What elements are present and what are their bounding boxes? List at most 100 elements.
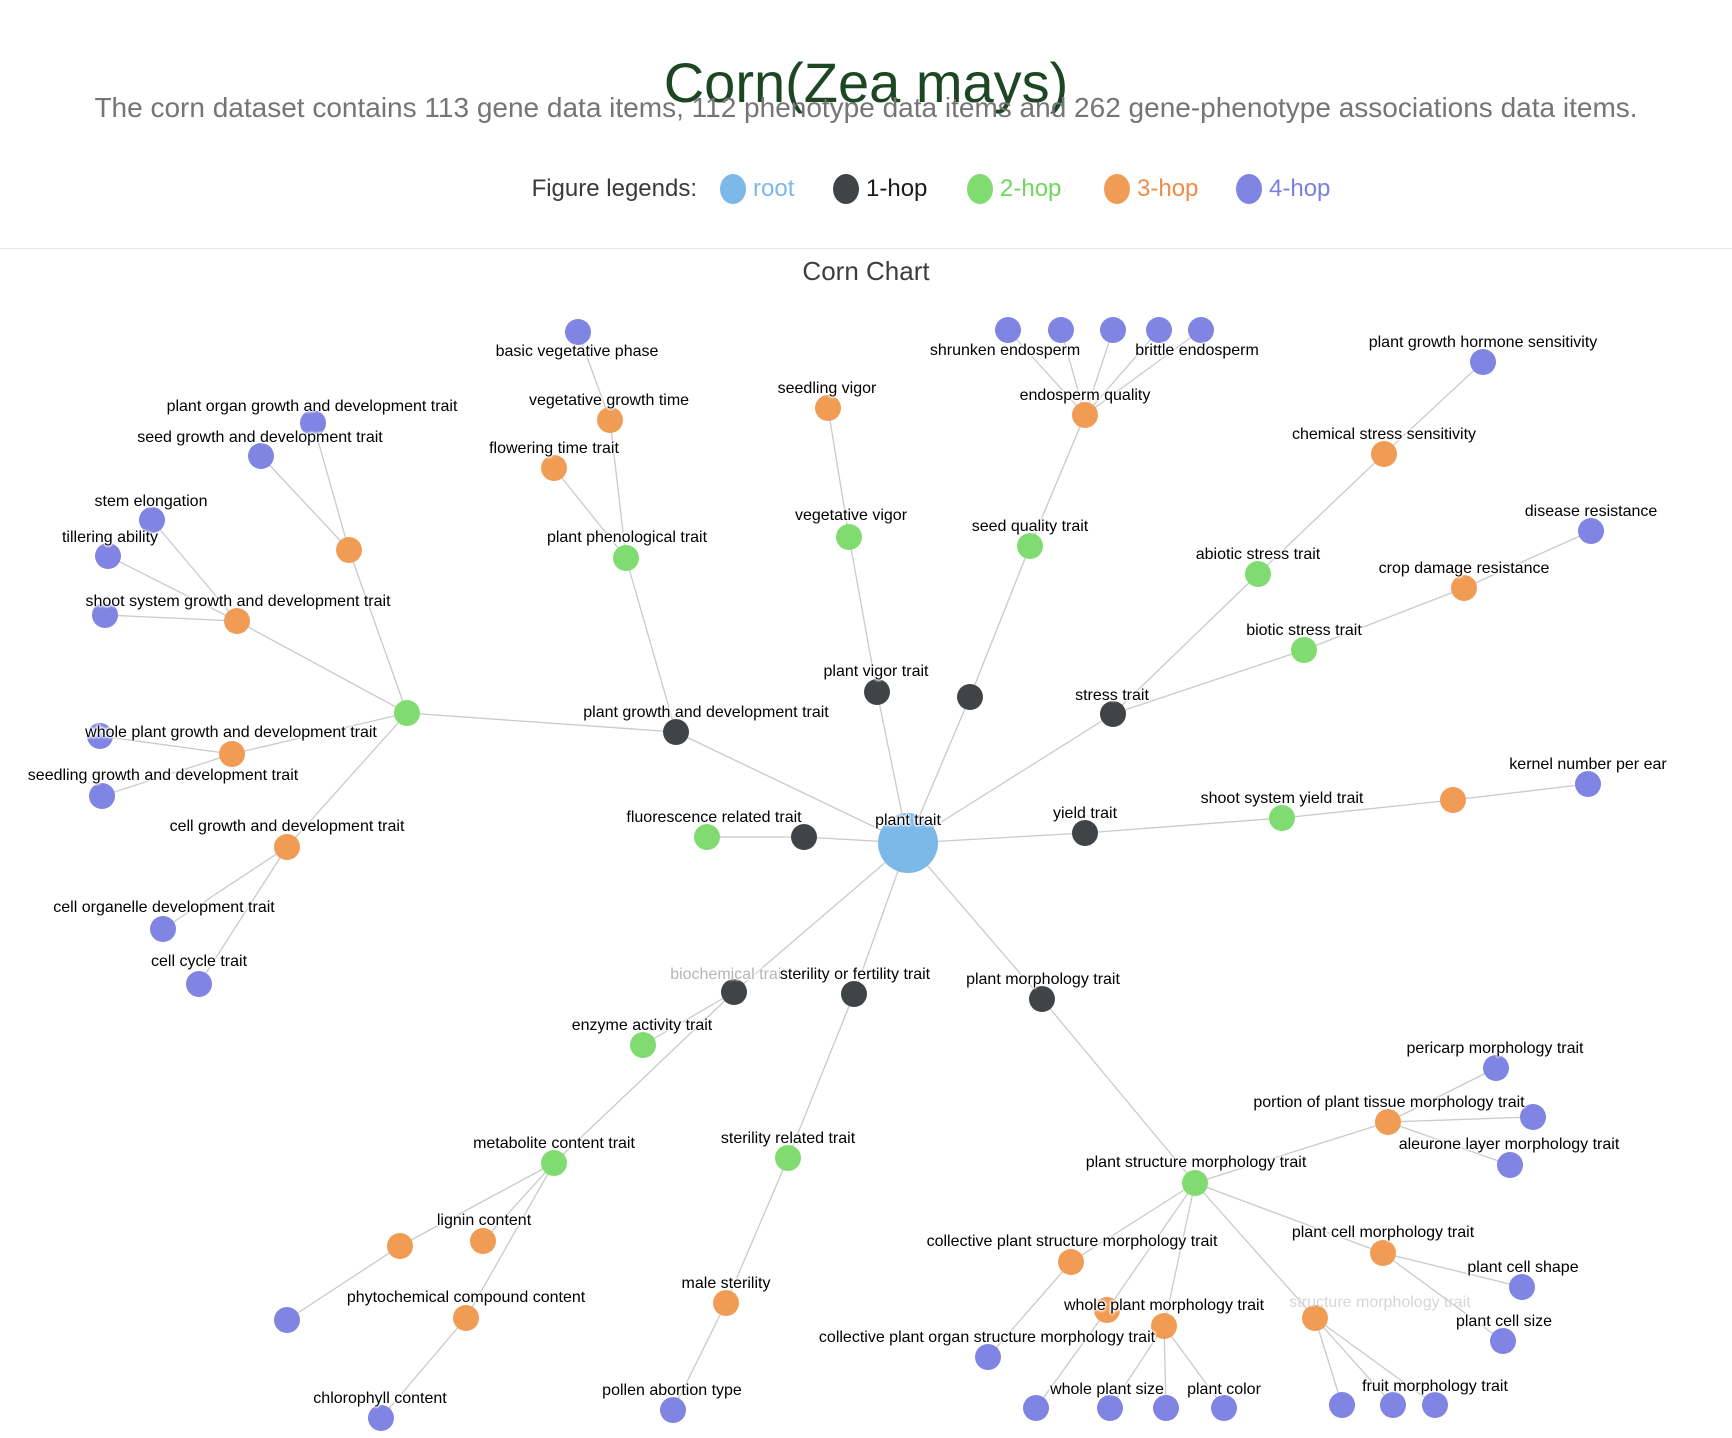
edge-veg_vigor-seedling_vigor [827, 407, 850, 538]
node-organelle[interactable] [150, 916, 176, 942]
node-stem_elong[interactable] [139, 507, 165, 533]
node-biochem[interactable] [721, 979, 747, 1005]
node-portion_p[interactable] [1520, 1104, 1546, 1130]
legend-label-root[interactable]: root [753, 175, 795, 202]
edge-endosperm_q-endo_1 [1007, 329, 1086, 416]
node-shoot_yield[interactable] [1269, 805, 1295, 831]
node-crop_damage[interactable] [1451, 575, 1477, 601]
node-chloro[interactable] [368, 1405, 394, 1431]
node-fruit_hub[interactable] [1302, 1305, 1328, 1331]
node-plant_vigor[interactable] [864, 679, 890, 705]
node-seed_quality[interactable] [1017, 533, 1043, 559]
node-phyto[interactable] [453, 1305, 479, 1331]
node-growth_dev[interactable] [663, 719, 689, 745]
node-whole_p[interactable] [87, 723, 113, 749]
node-aleurone[interactable] [1497, 1152, 1523, 1178]
node-male_steril[interactable] [713, 1290, 739, 1316]
edge-steril_rel-male_steril [725, 1157, 789, 1304]
node-basic_veg[interactable] [565, 319, 591, 345]
legend-dot-root[interactable] [720, 174, 746, 204]
node-seed_gd[interactable] [248, 443, 274, 469]
node-endo_1[interactable] [995, 317, 1021, 343]
node-hormone[interactable] [1470, 349, 1496, 375]
node-phenol[interactable] [613, 545, 639, 571]
node-organ_seed_hub[interactable] [336, 537, 362, 563]
node-orange_l[interactable] [387, 1233, 413, 1259]
node-wps_a[interactable] [1023, 1395, 1049, 1421]
node-shoot_sys[interactable] [224, 608, 250, 634]
node-stress[interactable] [1100, 701, 1126, 727]
node-biotic[interactable] [1291, 637, 1317, 663]
legend-dot-2hop[interactable] [967, 174, 993, 204]
node-cell_shape[interactable] [1509, 1274, 1535, 1300]
edge-yield-shoot_yield [1084, 817, 1283, 834]
node-shoot_p[interactable] [92, 602, 118, 628]
node-enzyme[interactable] [630, 1032, 656, 1058]
node-pollen[interactable] [660, 1397, 686, 1423]
legend-label-2hop[interactable]: 2-hop [1000, 175, 1062, 202]
edge-portion-pericarp [1387, 1067, 1497, 1123]
node-veg_vigor[interactable] [836, 524, 862, 550]
legend-label-1hop[interactable]: 1-hop [866, 175, 928, 202]
node-yield[interactable] [1072, 820, 1098, 846]
edge-stress-abiotic [1112, 573, 1259, 715]
node-wps_c[interactable] [1153, 1395, 1179, 1421]
node-lignin[interactable] [470, 1228, 496, 1254]
node-endo_3[interactable] [1100, 317, 1126, 343]
node-coll_struct[interactable] [1058, 1249, 1084, 1275]
node-plant_morph[interactable] [1029, 986, 1055, 1012]
node-plant_color[interactable] [1211, 1395, 1237, 1421]
node-kernel_hub[interactable] [1440, 787, 1466, 813]
node-coll_organ[interactable] [975, 1344, 1001, 1370]
edge-portion-portion_p [1387, 1116, 1534, 1123]
legend-dot-3hop[interactable] [1104, 174, 1130, 204]
edge-whole_gd-seedling_gd [101, 753, 233, 797]
edge-fruit_hub-fruit_b [1314, 1317, 1394, 1406]
node-cycle[interactable] [186, 971, 212, 997]
node-disease[interactable] [1578, 518, 1604, 544]
node-tiller[interactable] [95, 543, 121, 569]
node-cell_size[interactable] [1490, 1328, 1516, 1354]
legend-label-3hop[interactable]: 3-hop [1137, 175, 1199, 202]
node-plant_trait[interactable] [878, 813, 938, 873]
node-pericarp[interactable] [1483, 1055, 1509, 1081]
node-wpm_hidden[interactable] [1094, 1297, 1120, 1323]
node-seedling_gd[interactable] [89, 783, 115, 809]
node-whole_gd[interactable] [219, 741, 245, 767]
edge-shoot_yield-kernel_hub [1281, 799, 1454, 819]
node-green_hub[interactable] [394, 700, 420, 726]
node-hop1_hidden_a[interactable] [957, 684, 983, 710]
legend-dot-4hop[interactable] [1236, 174, 1262, 204]
edge-shoot_sys-shoot_p [104, 614, 238, 622]
node-fruit_b[interactable] [1380, 1392, 1406, 1418]
edge-growth_dev-phenol [625, 557, 677, 733]
node-cell_morph[interactable] [1370, 1240, 1396, 1266]
node-steril_rel[interactable] [775, 1145, 801, 1171]
node-fruit_c[interactable] [1422, 1392, 1448, 1418]
legend-label-4hop[interactable]: 4-hop [1269, 175, 1331, 202]
node-fruit_a[interactable] [1329, 1392, 1355, 1418]
node-veg_time[interactable] [597, 407, 623, 433]
node-flower_time[interactable] [541, 455, 567, 481]
node-phyto_p[interactable] [274, 1307, 300, 1333]
node-organ_gd[interactable] [300, 410, 326, 436]
node-wps_b[interactable] [1097, 1395, 1123, 1421]
node-endo_5[interactable] [1188, 317, 1214, 343]
node-fluor_green[interactable] [694, 824, 720, 850]
node-struct_morph[interactable] [1182, 1170, 1208, 1196]
edge-fruit_hub-fruit_a [1314, 1317, 1343, 1406]
node-fluor_hop1[interactable] [791, 824, 817, 850]
node-portion[interactable] [1375, 1109, 1401, 1135]
node-kernel[interactable] [1575, 771, 1601, 797]
legend-dot-1hop[interactable] [833, 174, 859, 204]
node-whole_morph[interactable] [1151, 1313, 1177, 1339]
node-cell_gd[interactable] [274, 834, 300, 860]
node-endo_4[interactable] [1146, 317, 1172, 343]
node-endo_2[interactable] [1048, 317, 1074, 343]
node-seedling_vigor[interactable] [815, 395, 841, 421]
node-steril_fert[interactable] [841, 981, 867, 1007]
node-metabolite[interactable] [541, 1150, 567, 1176]
node-abiotic[interactable] [1245, 561, 1271, 587]
node-endosperm_q[interactable] [1072, 402, 1098, 428]
node-chem_stress[interactable] [1371, 441, 1397, 467]
